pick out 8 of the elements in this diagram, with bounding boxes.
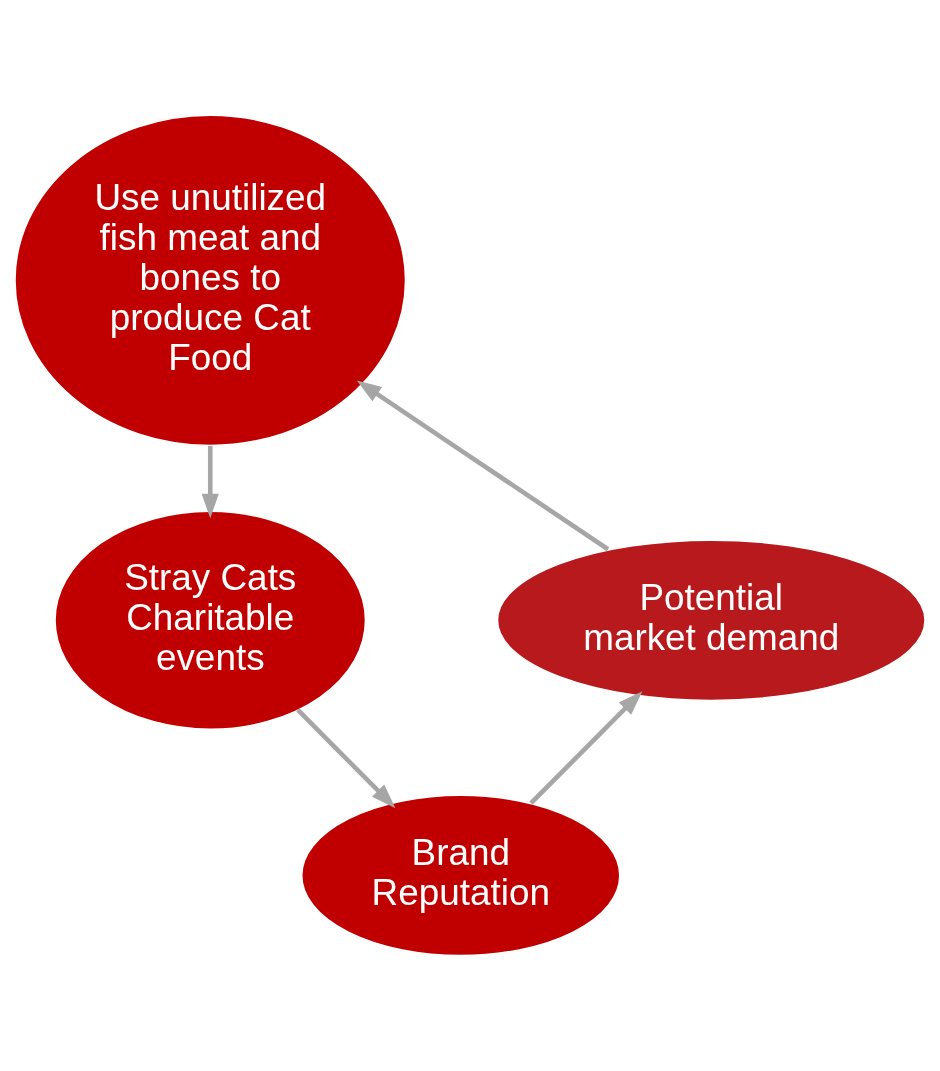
arrow [529,691,643,805]
node-ellipse: Brand Reputation [300,794,621,957]
arrow [296,708,396,809]
arrow [356,380,610,552]
node-ellipse: Stray Cats Charitable events [54,510,367,731]
arrow [201,445,219,519]
node-ellipse: Potential market demand [496,539,926,702]
node-ellipse: Use unutilized fish meat and bones to produce Cat Food [14,114,407,447]
